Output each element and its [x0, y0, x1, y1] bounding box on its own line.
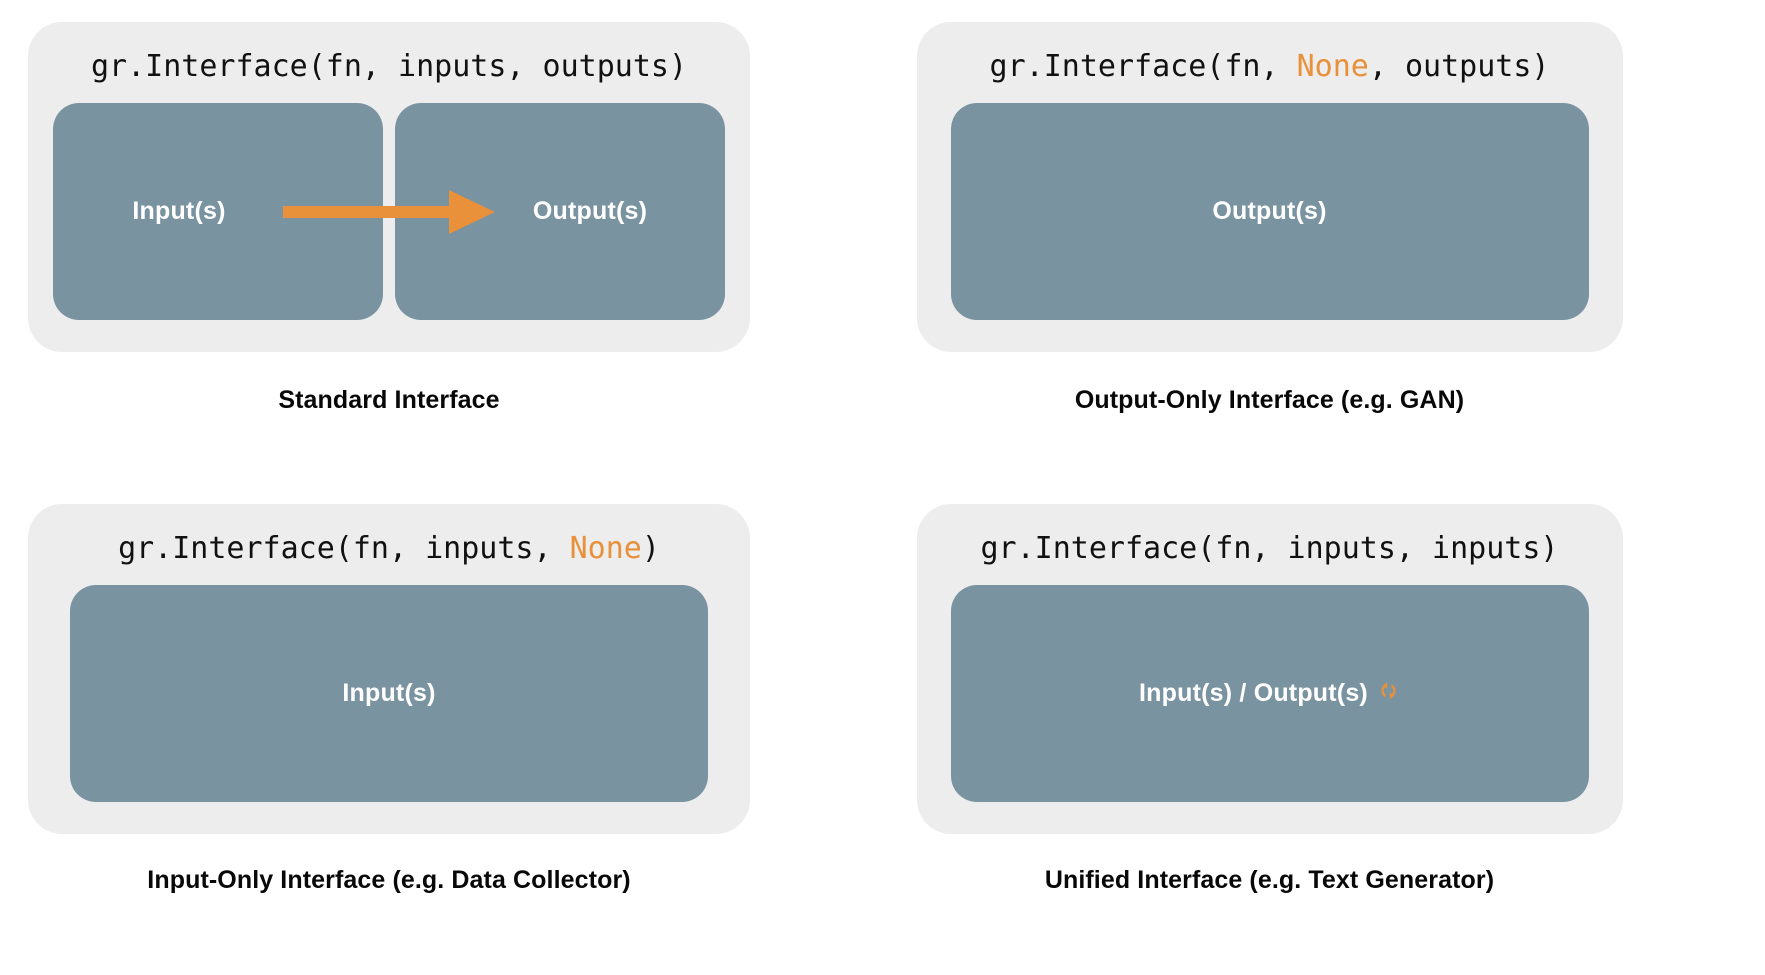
- panel-card-standard: gr.Interface(fn, inputs, outputs) Input(…: [28, 22, 750, 352]
- code-arg-inputs-none: None: [1296, 49, 1369, 84]
- code-arg-inputs: inputs: [1287, 530, 1396, 566]
- output-box[interactable]: Output(s): [395, 103, 725, 320]
- code-prefix: gr.Interface(fn,: [90, 49, 399, 84]
- code-separator: ,: [533, 530, 570, 566]
- output-box[interactable]: Output(s): [950, 103, 1589, 320]
- panel-unified-interface: gr.Interface(fn, inputs, inputs) Input(s…: [883, 488, 1765, 975]
- code-arg-inputs: inputs: [425, 530, 534, 566]
- caption-output-only-interface: Output-Only Interface (e.g. GAN): [1074, 386, 1465, 414]
- panel-card-unified: gr.Interface(fn, inputs, inputs) Input(s…: [916, 503, 1623, 834]
- code-suffix: ): [1531, 49, 1550, 84]
- panel-output-only-interface: gr.Interface(fn, None, outputs) Output(s…: [883, 0, 1765, 488]
- code-suffix: ): [1540, 530, 1559, 566]
- code-separator: ,: [506, 49, 543, 84]
- code-arg-inputs: inputs: [398, 49, 507, 84]
- code-arg-outputs: inputs: [1432, 530, 1541, 566]
- cycle-refresh-icon: [1377, 679, 1400, 707]
- code-prefix: gr.Interface(fn,: [118, 530, 426, 566]
- code-suffix: ): [668, 49, 688, 84]
- output-box-label: Output(s): [532, 197, 648, 225]
- panel-standard-interface: gr.Interface(fn, inputs, outputs) Input(…: [0, 0, 883, 488]
- code-signature-input-only: gr.Interface(fn, inputs, None): [118, 532, 660, 565]
- code-signature-output-only: gr.Interface(fn, None, outputs): [990, 50, 1550, 83]
- input-box-label: Input(s): [342, 678, 436, 707]
- code-separator: ,: [1395, 530, 1433, 566]
- panel-card-output-only: gr.Interface(fn, None, outputs) Output(s…: [916, 22, 1623, 352]
- caption-standard-interface: Standard Interface: [278, 386, 500, 414]
- io-boxes-row-input-only: Input(s): [28, 584, 750, 802]
- code-suffix: ): [641, 530, 660, 566]
- caption-input-only-interface: Input-Only Interface (e.g. Data Collecto…: [147, 865, 631, 894]
- code-signature-unified: gr.Interface(fn, inputs, inputs): [981, 532, 1559, 565]
- input-box-label: Input(s): [132, 197, 226, 225]
- input-output-box[interactable]: Input(s) / Output(s): [950, 584, 1589, 802]
- code-arg-outputs-none: None: [569, 530, 642, 566]
- input-box[interactable]: Input(s): [53, 103, 383, 320]
- code-arg-outputs: outputs: [542, 49, 669, 84]
- code-signature-standard: gr.Interface(fn, inputs, outputs): [91, 50, 687, 83]
- code-separator: ,: [1368, 49, 1405, 84]
- input-box[interactable]: Input(s): [70, 584, 708, 802]
- panel-card-input-only: gr.Interface(fn, inputs, None) Input(s): [28, 503, 750, 834]
- caption-unified-interface: Unified Interface (e.g. Text Generator): [1044, 865, 1495, 894]
- input-output-box-label: Input(s) / Output(s): [1139, 678, 1368, 707]
- code-prefix: gr.Interface(fn,: [989, 49, 1297, 84]
- code-arg-outputs: outputs: [1404, 49, 1532, 84]
- io-boxes-row-standard: Input(s) Output(s): [28, 103, 750, 320]
- io-boxes-row-unified: Input(s) / Output(s): [917, 584, 1623, 802]
- code-prefix: gr.Interface(fn,: [980, 530, 1288, 566]
- output-box-label: Output(s): [1212, 197, 1327, 225]
- io-boxes-row-output-only: Output(s): [917, 103, 1623, 320]
- panel-input-only-interface: gr.Interface(fn, inputs, None) Input(s) …: [0, 488, 883, 975]
